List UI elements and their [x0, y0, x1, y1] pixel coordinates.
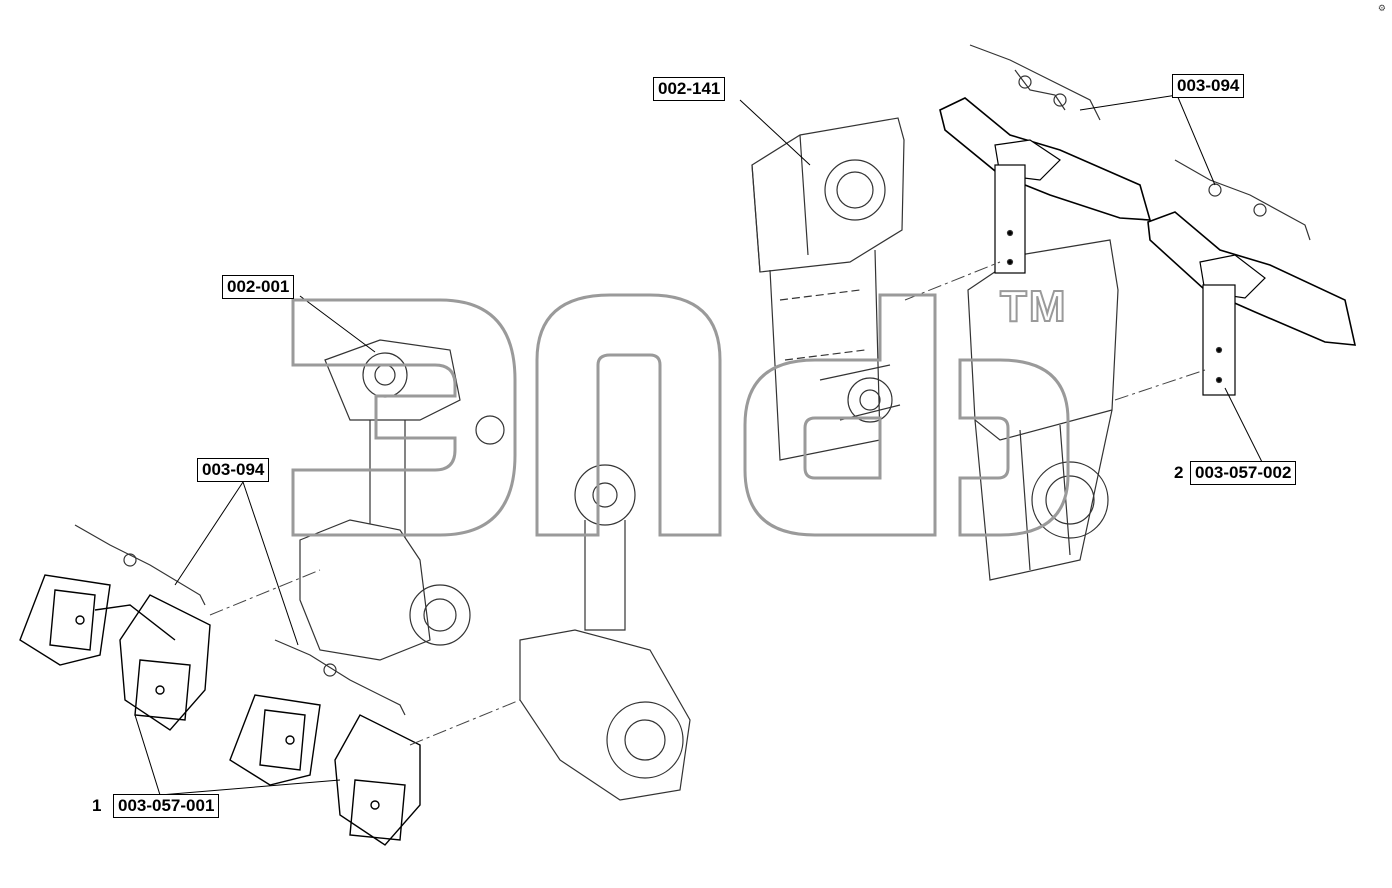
callout-003-094-top[interactable]: 003-094 [1172, 74, 1245, 98]
roller-assembly-1 [19, 574, 211, 731]
assembly-lines [209, 261, 1206, 746]
callout-003-057-002[interactable]: 003-057-002 [1190, 461, 1297, 485]
callout-index-1: 1 [92, 796, 102, 815]
left-gear-assembly [299, 339, 505, 661]
leader-lines [134, 94, 1263, 796]
linkage-part-top [969, 44, 1311, 241]
roller-assembly-2 [229, 694, 421, 846]
right-frame-part [967, 239, 1119, 581]
lower-arm-assembly [1147, 211, 1357, 396]
callout-index-2: 2 [1174, 463, 1184, 482]
upper-frame-part [751, 117, 905, 461]
middle-gear-assembly [519, 464, 691, 801]
watermark-logo [291, 293, 1070, 537]
callout-002-141[interactable]: 002-141 [653, 77, 726, 101]
shaft-parts [74, 524, 406, 716]
callout-003-057-001[interactable]: 003-057-001 [113, 794, 220, 818]
callout-002-001[interactable]: 002-001 [222, 275, 295, 299]
trademark-mark: TM [999, 281, 1068, 332]
upper-arm-assembly [939, 97, 1152, 274]
callout-003-094-left[interactable]: 003-094 [197, 458, 270, 482]
corner-icon: ⚙ [1377, 4, 1386, 14]
